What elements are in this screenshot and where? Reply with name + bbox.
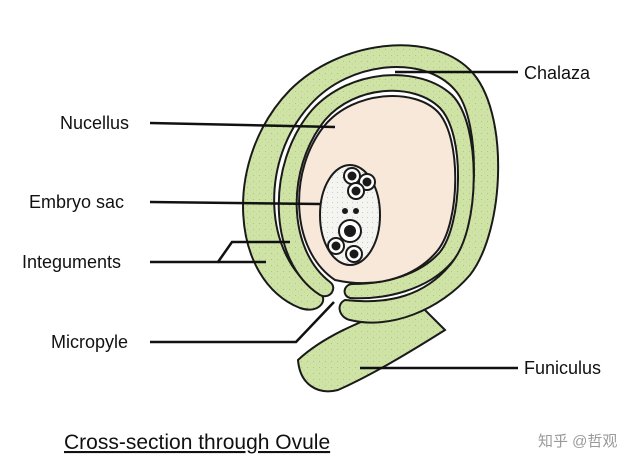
egg-apparatus [327,219,363,263]
micropyle-leader [150,301,335,344]
label-nucellus: Nucellus [60,113,129,133]
nucellus-leader [149,121,336,129]
label-chalaza: Chalaza [524,63,591,83]
antipodal-cells [343,167,376,200]
diagram-caption: Cross-section through Ovule [64,431,330,454]
integuments-leader [150,240,290,264]
embryo-sac-leader [149,200,321,206]
funiculus-shape [296,298,447,393]
inner-integument [277,74,475,300]
label-funiculus: Funiculus [524,358,601,378]
label-embryo-sac: Embryo sac [29,192,124,212]
leader-lines [149,70,518,370]
label-micropyle: Micropyle [51,332,128,352]
polar-nuclei [342,208,359,214]
watermark: 知乎 @哲观 [538,433,617,450]
label-integuments: Integuments [22,252,121,272]
